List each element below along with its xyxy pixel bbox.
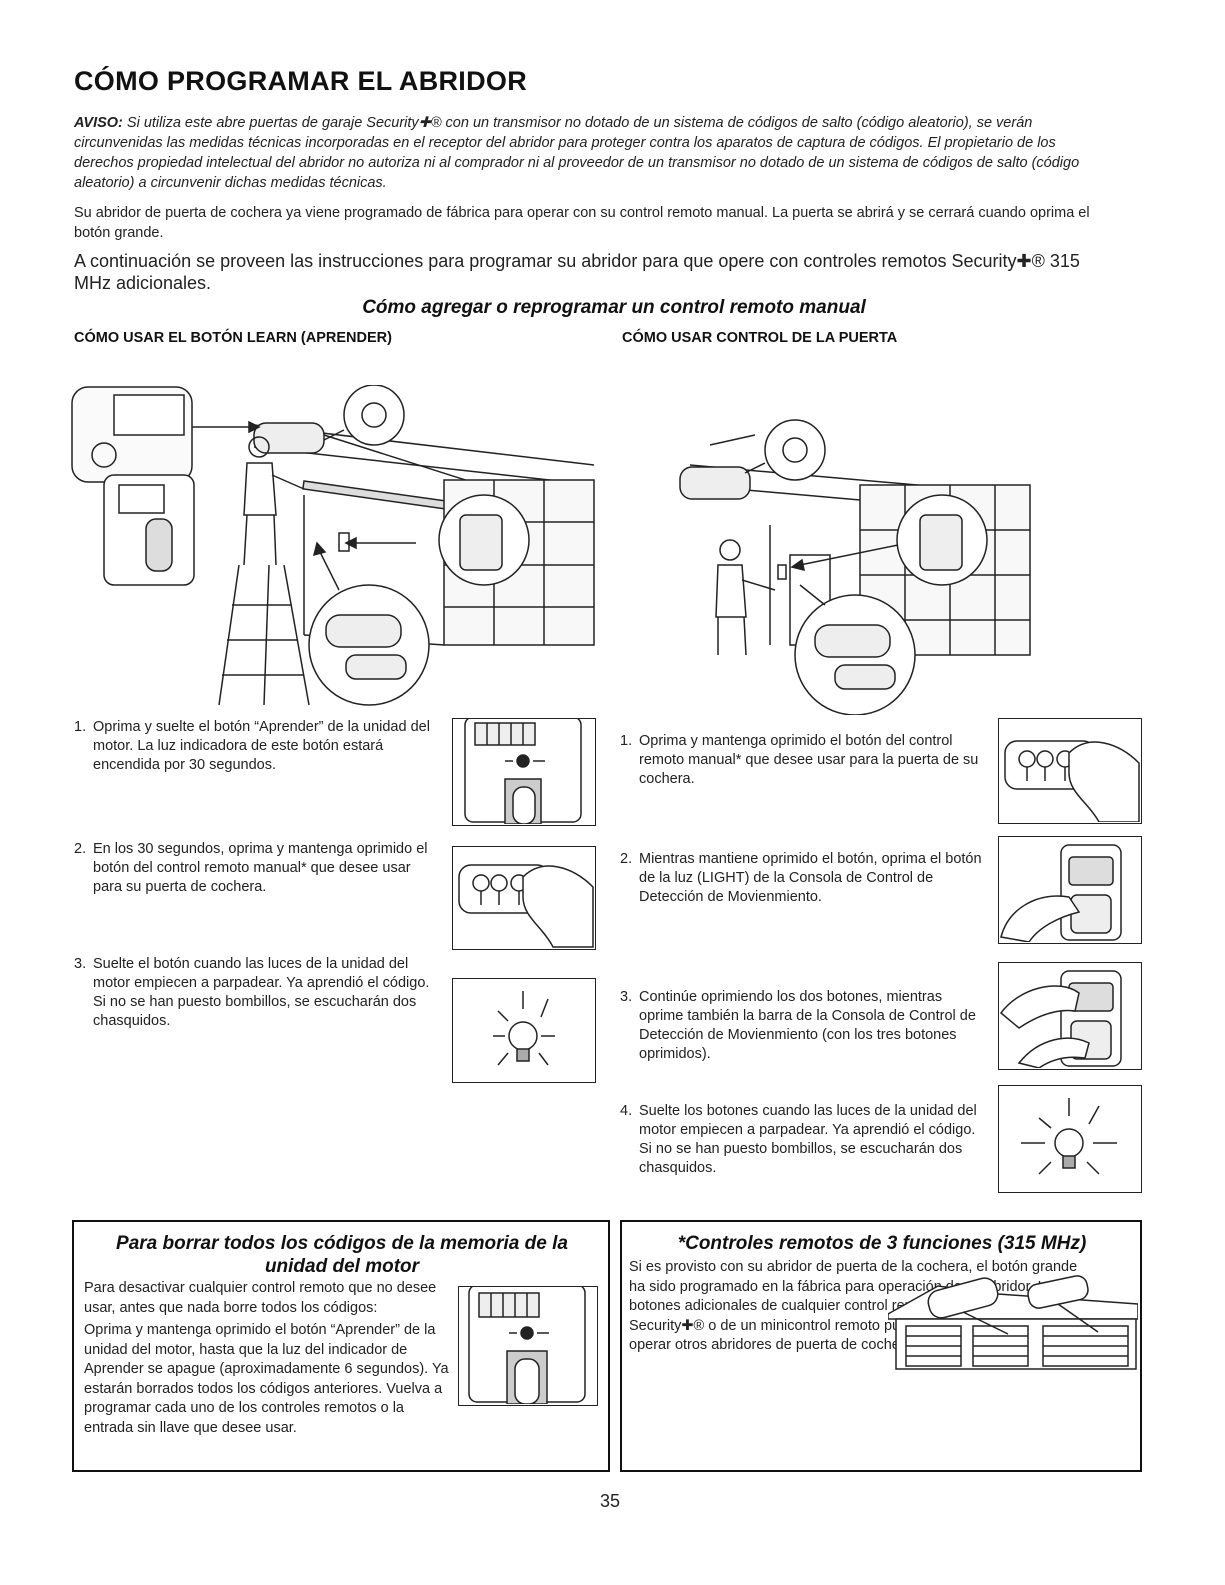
step-number: 1. [74, 719, 87, 735]
step-number: 1. [620, 733, 633, 749]
aviso-paragraph: AVISO: Si utiliza este abre puertas de g… [74, 113, 1104, 193]
door-step-2: 2. Mientras mantiene oprimido el botón, … [620, 850, 990, 907]
three-function-remotes-box: *Controles remotos de 3 funciones (315 M… [620, 1220, 1142, 1472]
step-number: 2. [620, 851, 633, 867]
page-number: 35 [599, 1491, 621, 1511]
erase-box-paragraph-2: Oprima y mantenga oprimido el botón “Apr… [84, 1322, 449, 1436]
erase-codes-box: Para borrar todos los códigos de la memo… [72, 1220, 610, 1472]
wall-console-press-icon [998, 962, 1142, 1070]
step-number: 3. [620, 989, 633, 1005]
learn-step-1: 1. Oprima y suelte el botón “Aprender” d… [74, 718, 434, 775]
light-bulb-flash-icon [998, 1085, 1142, 1193]
remote-hand-press-icon [998, 718, 1142, 824]
page-title: CÓMO PROGRAMAR EL ABRIDOR [74, 66, 527, 96]
step-text: Oprima y mantenga oprimido el botón del … [639, 733, 979, 787]
erase-box-paragraph-1: Para desactivar cualquier control remoto… [84, 1280, 437, 1316]
step-text: En los 30 segundos, oprima y mantenga op… [93, 841, 428, 895]
step-number: 3. [74, 956, 87, 972]
door-step-3: 3. Continúe oprimiendo los dos botones, … [620, 988, 990, 1064]
garage-scene-wall-console-illustration [660, 395, 1060, 715]
door-step-4: 4. Suelte los botones cuando las luces d… [620, 1102, 990, 1178]
house-garage-doors-icon [888, 1274, 1138, 1374]
wall-console-press-icon [998, 836, 1142, 944]
erase-box-title: Para borrar todos los códigos de la memo… [116, 1233, 568, 1277]
step-text: Oprima y suelte el botón “Aprender” de l… [93, 719, 430, 773]
step-number: 4. [620, 1103, 633, 1119]
section-heading: Cómo agregar o reprogramar un control re… [362, 297, 866, 318]
light-bulb-flash-icon [452, 978, 596, 1083]
aviso-label: AVISO: [74, 115, 123, 131]
step-number: 2. [74, 841, 87, 857]
step-text: Suelte los botones cuando las luces de l… [639, 1103, 977, 1176]
learn-column-heading: CÓMO USAR EL BOTÓN LEARN (APRENDER) [74, 330, 392, 346]
learn-step-2: 2. En los 30 segundos, oprima y mantenga… [74, 840, 434, 897]
intro-paragraph-1: Su abridor de puerta de cochera ya viene… [74, 205, 1090, 241]
step-text: Mientras mantiene oprimido el botón, opr… [639, 851, 982, 905]
garage-scene-ladder-illustration [64, 385, 604, 715]
learn-button-finger-icon [452, 718, 596, 826]
step-text: Continúe oprimiendo los dos botones, mie… [639, 989, 976, 1062]
learn-button-finger-icon [458, 1286, 598, 1406]
intro-paragraph-2: A continuación se proveen las instruccio… [74, 251, 1080, 293]
step-text: Suelte el botón cuando las luces de la u… [93, 956, 430, 1029]
learn-step-3: 3. Suelte el botón cuando las luces de l… [74, 955, 434, 1031]
aviso-text: Si utiliza este abre puertas de garaje S… [74, 115, 1080, 191]
remote-box-title: *Controles remotos de 3 funciones (315 M… [677, 1233, 1087, 1254]
remote-hand-press-icon [452, 846, 596, 950]
door-column-heading: CÓMO USAR CONTROL DE LA PUERTA [622, 330, 898, 346]
door-step-1: 1. Oprima y mantenga oprimido el botón d… [620, 732, 990, 789]
